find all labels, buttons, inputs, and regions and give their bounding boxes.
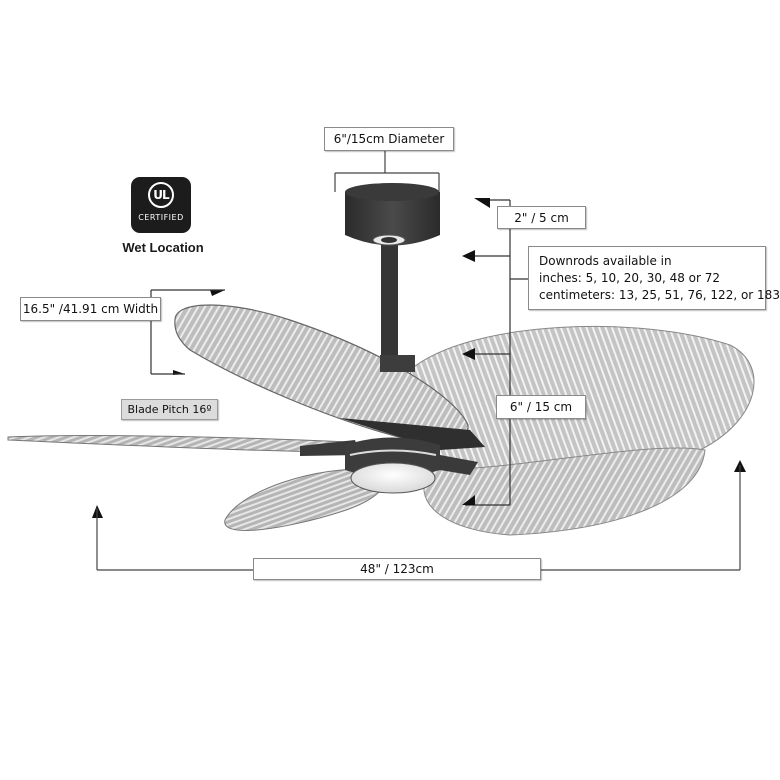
canopy-diameter-label: 6"/15cm Diameter: [324, 127, 454, 151]
blade-pitch-label: Blade Pitch 16º: [121, 399, 218, 420]
downrod-line-3: centimeters: 13, 25, 51, 76, 122, or 183: [539, 287, 780, 302]
downrod-options-label: Downrods available in inches: 5, 10, 20,…: [528, 246, 780, 310]
downrod: [381, 244, 398, 364]
wet-location-caption: Wet Location: [122, 240, 204, 255]
ul-certified-badge: UL CERTIFIED: [131, 177, 191, 233]
motor-height-label: 6" / 15 cm: [496, 395, 586, 419]
blade-left-long: [7, 435, 351, 453]
ul-logo-icon: UL: [148, 182, 174, 208]
canopy: [345, 183, 440, 246]
canopy-height-label: 2" / 5 cm: [497, 206, 586, 229]
motor-housing: [300, 355, 485, 494]
downrod-line-2: inches: 5, 10, 20, 30, 48 or 72: [539, 270, 721, 285]
downrod-line-1: Downrods available in: [539, 253, 672, 268]
canopy-diameter-bracket: [334, 150, 440, 192]
certified-text: CERTIFIED: [138, 213, 184, 222]
overall-span-label: 48" / 123cm: [253, 558, 541, 580]
blade-width-label: 16.5" /41.91 cm Width: [20, 297, 161, 321]
